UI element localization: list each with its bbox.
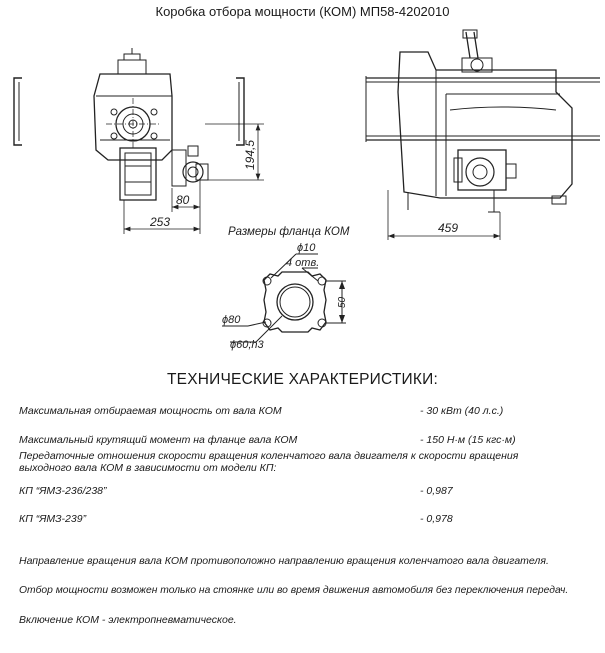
dimension-lines-left <box>123 123 264 234</box>
dim-459: 459 <box>438 221 458 235</box>
specs-heading: ТЕХНИЧЕСКИЕ ХАРАКТЕРИСТИКИ: <box>167 371 438 388</box>
note-power: Отбор мощности возможен только на стоянк… <box>19 585 569 596</box>
page-title: Коробка отбора мощности (КОМ) МП58-42020… <box>155 4 450 19</box>
dimension-lines-right <box>387 190 501 240</box>
pto-front-view <box>13 48 245 201</box>
flange-drawing <box>222 253 346 343</box>
power-label: Максимальная отбираемая мощность от вала… <box>19 405 282 417</box>
flange-bolt-spacing: 50 <box>337 296 348 308</box>
torque-label: Максимальный крутящий момент на фланце в… <box>19 434 298 446</box>
technical-drawing: 253 80 194,5 459 <box>13 29 600 351</box>
dim-194-5: 194,5 <box>243 140 257 170</box>
flange-title: Размеры фланца КОМ <box>228 226 350 238</box>
kp1-label: КП “ЯМЗ-236/238” <box>19 485 107 497</box>
flange-outer-diameter: ϕ80 <box>222 314 241 326</box>
kp1-value: - 0,987 <box>420 485 453 497</box>
flange-hole-count: 4 отв. <box>286 257 319 269</box>
flange-spigot-diameter: ϕ60;h3 <box>230 339 265 351</box>
kp2-label: КП “ЯМЗ-239” <box>19 513 87 525</box>
kp2-value: - 0,978 <box>420 513 453 525</box>
note-switch: Включение КОМ - электропневматическое. <box>19 614 237 626</box>
dim-253: 253 <box>149 215 170 229</box>
flange-hole-diameter: ϕ10 <box>297 242 316 254</box>
note-direction: Направление вращения вала КОМ противопол… <box>19 555 549 567</box>
torque-value: - 150 Н·м (15 кгс·м) <box>420 434 516 446</box>
power-value: - 30 кВт (40 л.с.) <box>420 405 504 417</box>
ratio-intro: Передаточные отношения скорости вращения… <box>19 450 519 474</box>
pto-side-view <box>365 29 600 213</box>
dim-80: 80 <box>176 193 190 207</box>
